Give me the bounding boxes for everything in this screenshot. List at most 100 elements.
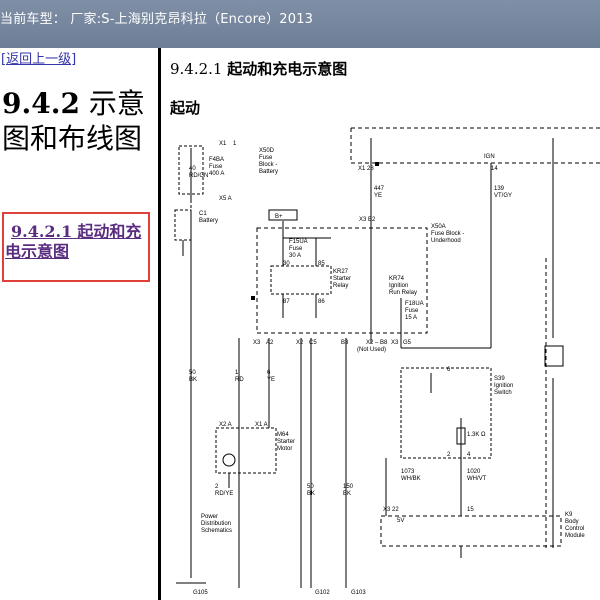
s39-label-2: Ignition [494, 383, 513, 389]
f15ua-label-3: 30 A [289, 253, 301, 259]
x50d-label-3: Block - [259, 162, 277, 168]
diagram-heading: 起动 [170, 99, 201, 117]
wire-50-color: BK [189, 377, 197, 383]
power-dist-2: Distribution [201, 521, 231, 527]
kr27-label-3: Relay [333, 283, 348, 289]
wire-150-color: BK [343, 491, 351, 497]
k9-label-2: Body [565, 519, 579, 525]
f15ua-label-1: F15UA [289, 239, 308, 245]
not-used-label: (Not Used) [357, 347, 386, 353]
kr74-label-2: Ignition [389, 283, 408, 289]
power-dist-1: Power [201, 514, 218, 520]
x1-a-label: X1 A [255, 422, 268, 428]
c1-label-2: Battery [199, 218, 218, 224]
wire-1-color: RD [235, 377, 244, 383]
wire-50b-num: 50 [307, 484, 314, 490]
k9-label-4: Module [565, 533, 585, 539]
pin-85-label: 85 [318, 261, 325, 267]
x50d-label-1: X50D [259, 148, 275, 154]
x50d-label-4: Battery [259, 169, 278, 175]
k9-label-1: K9 [565, 512, 573, 518]
x3-row-x2-b8: X2 – B8 [366, 340, 388, 346]
pin-30-label: 30 [283, 261, 290, 267]
kr74-label-3: Run Relay [389, 290, 417, 296]
b-plus-label: B+ [275, 214, 283, 220]
wire-6-color: YE [267, 377, 275, 383]
m64-label-3: Motor [277, 446, 292, 452]
wire-2-num: 2 [215, 484, 219, 490]
f4ba-label-2: Fuse [209, 164, 223, 170]
wire-1020-color: WH/VT [467, 476, 487, 482]
subsection-title: 起动和充电示意图 [227, 60, 348, 78]
wire-447-color: YE [374, 193, 382, 199]
toc-link-text: 起动和充电示意图 [5, 222, 142, 261]
m64-label-1: M64 [277, 432, 289, 438]
wire-139-color: VT/GY [494, 193, 512, 199]
x3-row-b3: B3 [341, 340, 349, 346]
x50d-label-2: Fuse [259, 155, 273, 161]
x3-row-x3: X3 [253, 340, 261, 346]
power-dist-3: Schematics [201, 528, 232, 534]
ground-g102: G102 [315, 590, 330, 596]
left-nav-pane [0, 48, 158, 600]
s39-pin-2: 2 [447, 452, 451, 458]
toc-highlight-box [2, 212, 150, 282]
pin-14-label: 14 [491, 166, 498, 172]
kr74-label-1: KR74 [389, 276, 405, 282]
kr27-label-1: KR27 [333, 269, 349, 275]
f4ba-label-1: F4BA [209, 157, 224, 163]
subsection-heading: 9.4.2.1 起动和充电示意图 [170, 58, 347, 79]
x5-a-label: X5 A [219, 196, 232, 202]
back-link[interactable]: [返回上一级] [1, 52, 77, 67]
wire-150-num: 150 [343, 484, 354, 490]
vehicle-model-title: 当前车型： 厂家:S-上海别克昂科拉（Encore）2013 [0, 12, 314, 27]
wiring-diagram: X1 1 X50D Fuse Block - Battery F4BA Fuse… [174, 127, 600, 596]
x1-pin-label: X1 [219, 141, 227, 147]
pin-86-label: 86 [318, 299, 325, 305]
f18ua-label-2: Fuse [405, 308, 419, 314]
x3-row-x2: X2 [296, 340, 304, 346]
toc-link-number: 9.4.2.1 [11, 222, 73, 241]
x50a-label-1: X50A [431, 224, 446, 230]
resistor-value: 1.3K Ω [467, 432, 486, 438]
bcm-pin-15: 15 [467, 507, 474, 513]
x3-b2-label: X3 B2 [359, 217, 376, 223]
k9-label-3: Control [565, 526, 584, 532]
x3-row-c5: C5 [309, 340, 317, 346]
kr27-label-2: Starter [333, 276, 351, 282]
ground-g103: G103 [351, 590, 366, 596]
s39-label-1: S39 [494, 376, 505, 382]
x3-22-label: X3 22 [383, 507, 399, 513]
wire-1-num: 1 [235, 370, 239, 376]
wire-40-num: 40 [189, 166, 196, 172]
bcm-5v-label: 5V [397, 518, 404, 524]
pane-divider[interactable] [158, 48, 161, 600]
x3-row-a2: A2 [266, 340, 274, 346]
f4ba-label-3: 400 A [209, 171, 224, 177]
ground-g105: G105 [193, 590, 208, 596]
wire-40-color: RD/GN [189, 173, 208, 179]
s39-label-3: Switch [494, 390, 512, 396]
pin-87-label: 87 [283, 299, 290, 305]
f15ua-label-2: Fuse [289, 246, 303, 252]
wire-50b-color: BK [307, 491, 315, 497]
x1-pin-number: 1 [233, 141, 237, 147]
c1-label-1: C1 [199, 211, 207, 217]
ign-label: IGN [484, 154, 495, 160]
s39-pin-6: 6 [447, 367, 451, 373]
x50a-label-2: Fuse Block - [431, 231, 464, 237]
wire-1020-num: 1020 [467, 469, 481, 475]
f18ua-label-1: F18UA [405, 301, 424, 307]
section-title: 示意图和布线图 [2, 87, 145, 155]
wire-6-num: 6 [267, 370, 271, 376]
toc-link-starting-charging[interactable]: 9.4.2.1 起动和充电示意图 [5, 222, 149, 262]
top-header-bar: 当前车型： 厂家:S-上海别克昂科拉（Encore）2013 [0, 0, 600, 48]
section-number: 9.4.2 [2, 87, 80, 120]
x2-a-label: X2 A [219, 422, 232, 428]
wire-1073-num: 1073 [401, 469, 415, 475]
x1-28-label: X1 28 [358, 166, 374, 172]
wire-1073-color: WH/BK [401, 476, 421, 482]
wire-50-num: 50 [189, 370, 196, 376]
x3-row-x3b: X3 [391, 340, 399, 346]
wire-139-num: 139 [494, 186, 505, 192]
